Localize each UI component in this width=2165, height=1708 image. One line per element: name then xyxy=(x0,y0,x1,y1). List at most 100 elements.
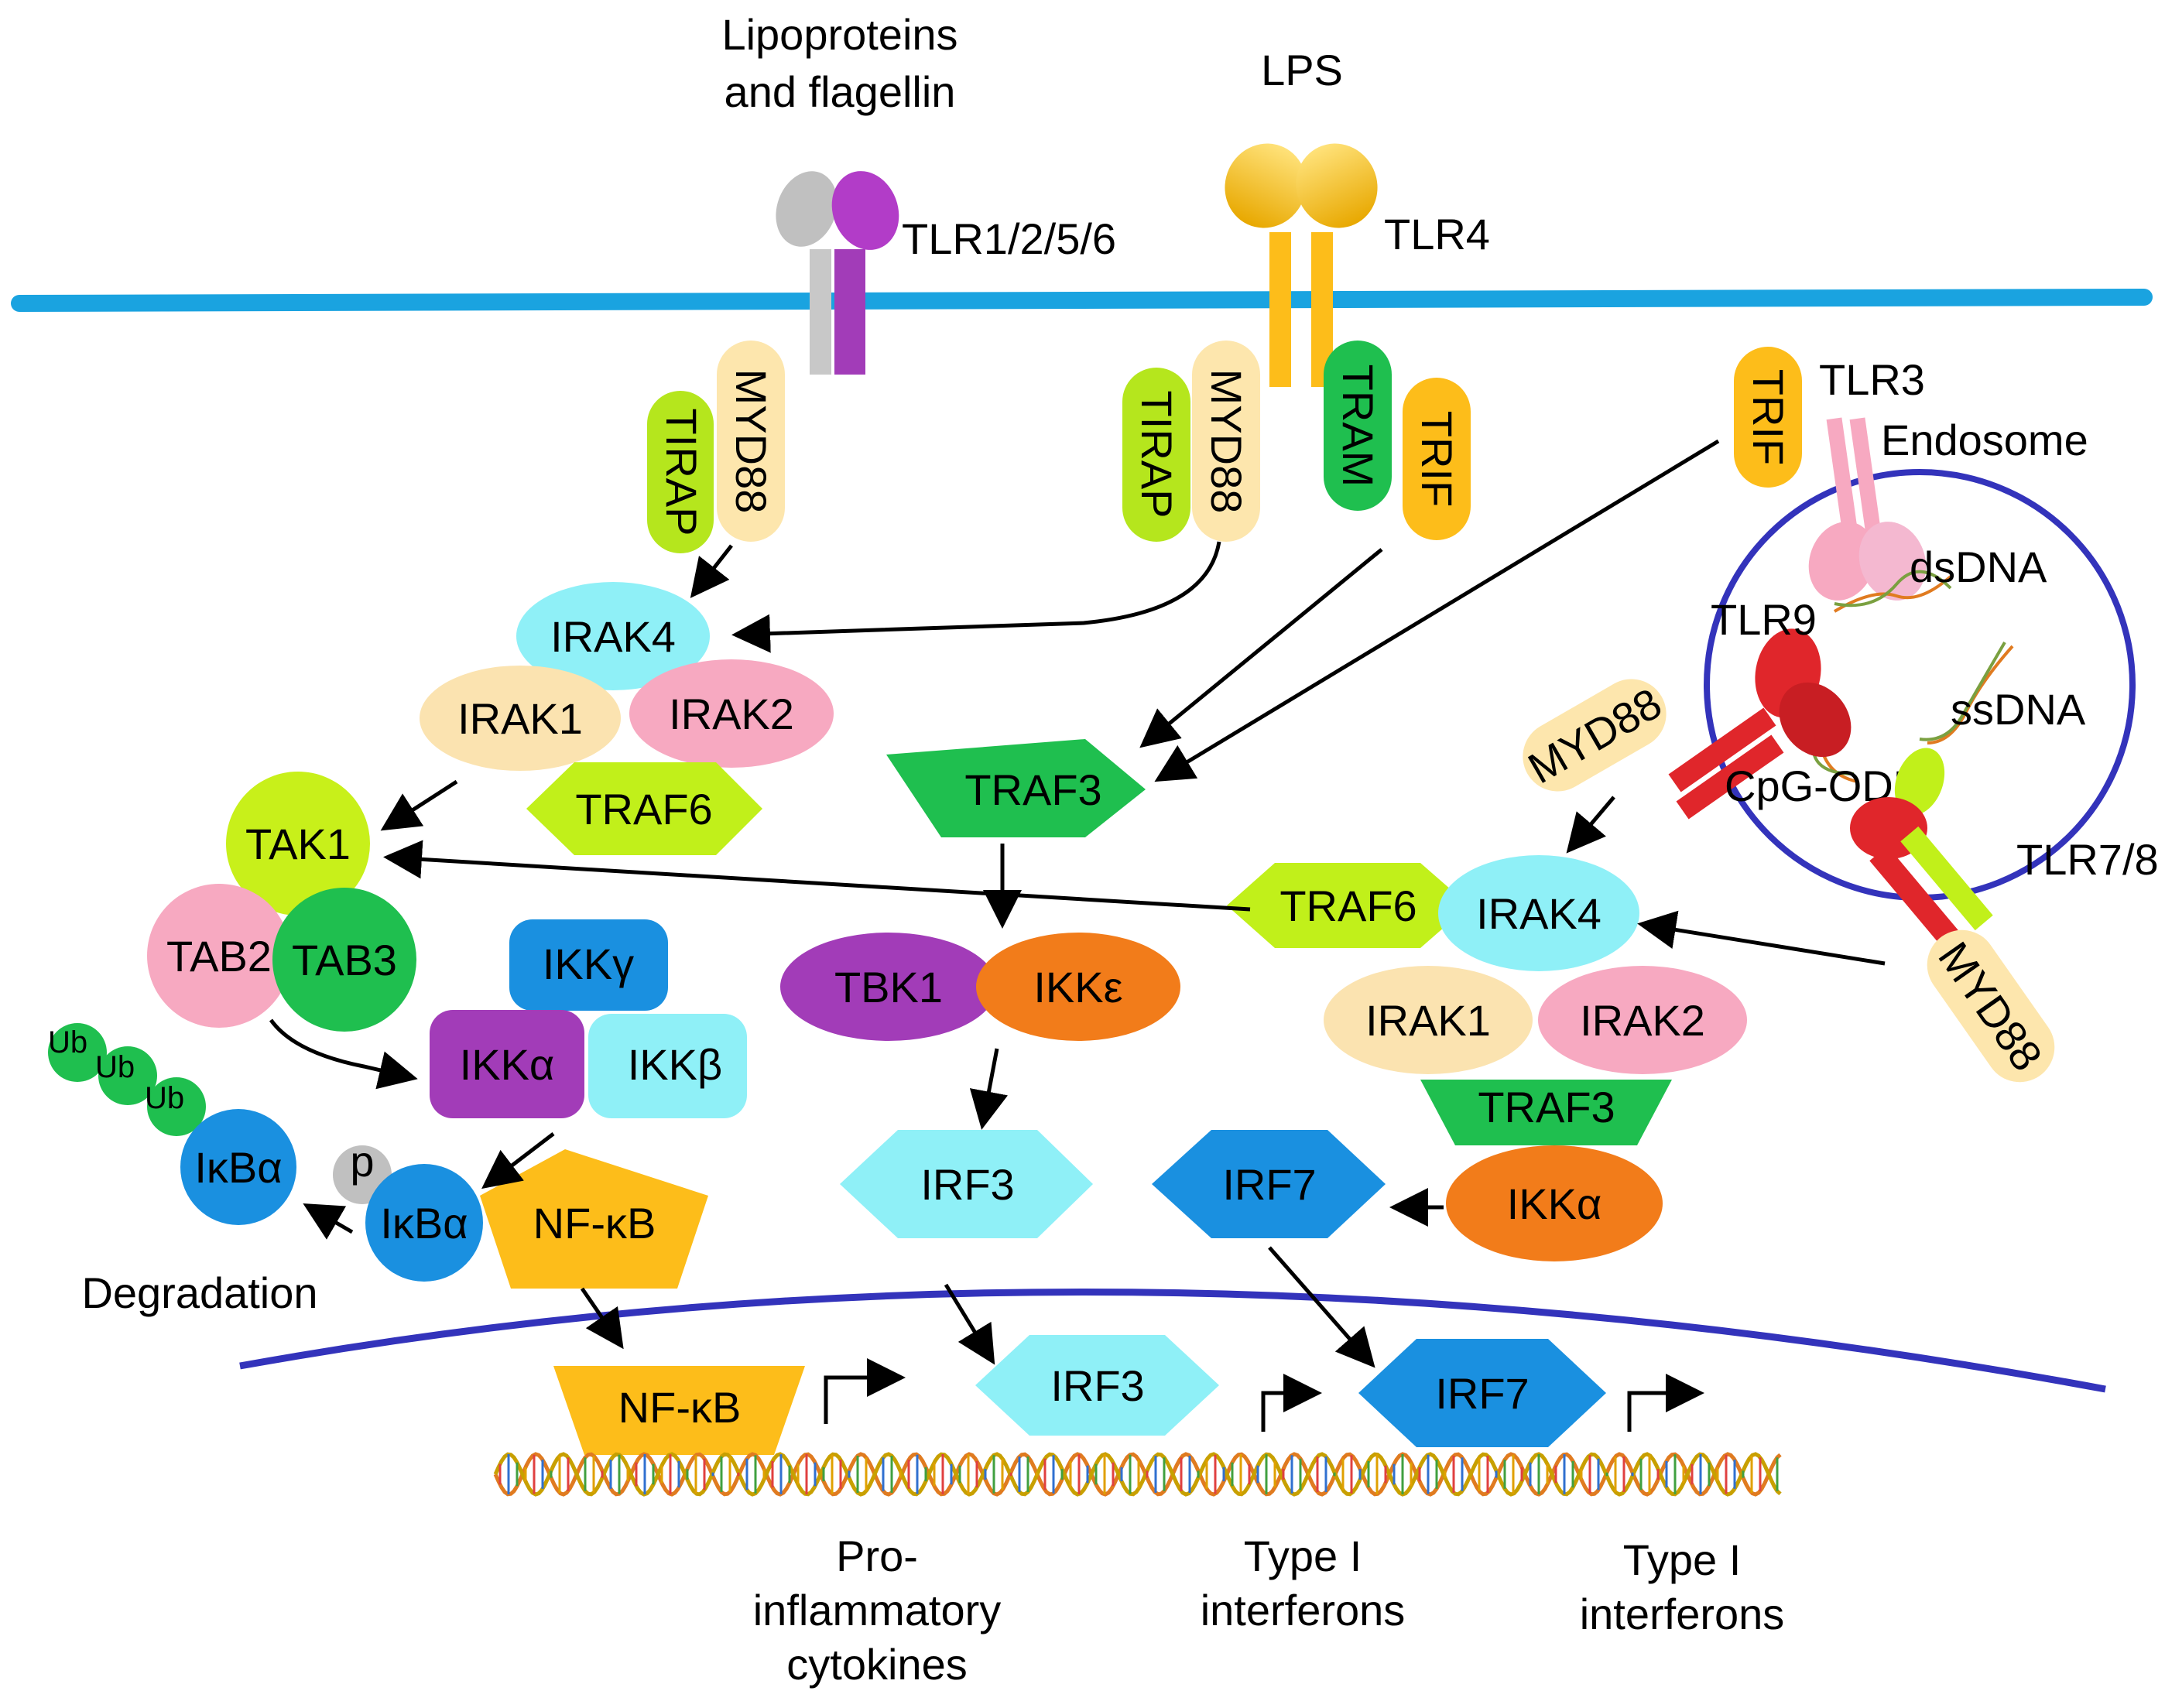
trif-adaptor-2: TRIF xyxy=(1734,347,1802,488)
plasma-membrane xyxy=(11,289,2153,312)
arrow-irf3-nucleus xyxy=(944,1283,995,1365)
tbk1-node xyxy=(780,933,997,1041)
arrow-ikke-irf3 xyxy=(969,1048,1009,1130)
traf3-node-1 xyxy=(886,739,1146,837)
svg-text:TRAM: TRAM xyxy=(1334,365,1382,488)
ikba-label: IκBα xyxy=(380,1199,468,1248)
irf7-label-1: IRF7 xyxy=(1222,1160,1316,1209)
tab2-node xyxy=(147,884,291,1028)
arrow-trif-traf3 xyxy=(1139,548,1383,748)
irak2-label-1: IRAK2 xyxy=(669,690,794,738)
signal-arrows xyxy=(269,439,1886,1368)
irf3-label-2: IRF3 xyxy=(1050,1361,1144,1410)
arrow-myd88-4-irak4 xyxy=(1637,910,1886,966)
tbk1-label: TBK1 xyxy=(834,963,943,1011)
traf3-node-2 xyxy=(1420,1080,1672,1145)
svg-text:MYD88: MYD88 xyxy=(727,369,776,514)
arrow-trif2-traf3 xyxy=(1154,439,1720,782)
arrow-irf7-nucleus xyxy=(1268,1246,1375,1368)
arrow-nfkb-nucleus xyxy=(580,1287,624,1350)
tak1-label: TAK1 xyxy=(245,820,351,868)
output-ifn-b: interferons xyxy=(1580,1590,1785,1638)
ssdna-label: ssDNA xyxy=(1951,685,2086,734)
svg-text:MYD88: MYD88 xyxy=(1202,369,1251,514)
irak1-node-2 xyxy=(1324,966,1533,1074)
arrow-myd88-3-irak4 xyxy=(1566,796,1615,854)
output-cytokines: cytokines xyxy=(786,1640,967,1689)
tab2-label: TAB2 xyxy=(166,932,272,981)
ubiquitin-chain xyxy=(48,1023,206,1136)
ligand-lps: LPS xyxy=(1261,46,1343,94)
traf6-label-2: TRAF6 xyxy=(1279,881,1416,930)
traf3-label-1: TRAF3 xyxy=(964,765,1101,814)
ikka-node-1 xyxy=(430,1010,584,1118)
dna-helix xyxy=(493,1452,1782,1497)
irf7-label-2: IRF7 xyxy=(1435,1369,1529,1418)
nfkb-node-1 xyxy=(480,1149,708,1289)
tlr4-receptor xyxy=(1225,143,1378,387)
tlr78-receptor xyxy=(1850,748,1993,950)
arrow-tab2-ikka xyxy=(269,1018,418,1090)
irf3-label-1: IRF3 xyxy=(920,1160,1014,1209)
traf6-node-2 xyxy=(1227,863,1469,948)
irak1-label-1: IRAK1 xyxy=(457,694,583,743)
trif-adaptor-1: TRIF xyxy=(1403,378,1471,540)
ikka-label-1: IKKα xyxy=(460,1040,555,1089)
traf6-node-1 xyxy=(526,762,762,855)
myd88-adaptor-2: MYD88 xyxy=(1192,341,1260,542)
ligand-flagellin: and flagellin xyxy=(725,67,956,116)
irak2-node-1 xyxy=(629,659,834,768)
tlr3-label: TLR3 xyxy=(1819,355,1925,404)
output-inflammatory: inflammatory xyxy=(753,1586,1002,1634)
myd88-adaptor-1: MYD88 xyxy=(717,341,785,542)
tlr3-receptor xyxy=(1808,417,1927,601)
tlr78-label: TLR7/8 xyxy=(2016,835,2159,884)
irak4-node-1 xyxy=(516,582,710,690)
arrow-traf6-2-tak1 xyxy=(383,840,1251,912)
traf6-label-1: TRAF6 xyxy=(575,785,712,833)
svg-text:TRIF: TRIF xyxy=(1413,411,1461,507)
tlr9-receptor xyxy=(1668,628,1852,820)
tram-adaptor: TRAM xyxy=(1324,341,1392,511)
output-pro: Pro- xyxy=(836,1532,918,1580)
svg-text:TRIF: TRIF xyxy=(1744,369,1793,465)
svg-text:TIRAP: TIRAP xyxy=(657,409,706,536)
ikka-label-2: IKKα xyxy=(1507,1179,1602,1228)
arrow-myd88-irak4 xyxy=(690,544,733,598)
irf3-node-2 xyxy=(975,1335,1219,1436)
tirap-adaptor-2: TIRAP xyxy=(1122,368,1190,542)
ikba-degraded-node xyxy=(180,1109,296,1225)
irf7-node-1 xyxy=(1152,1130,1386,1238)
tab3-label: TAB3 xyxy=(292,936,397,984)
traf3-label-2: TRAF3 xyxy=(1478,1083,1615,1131)
ikka-node-2 xyxy=(1446,1145,1663,1261)
irak4-node-2 xyxy=(1438,855,1639,971)
ikba-node xyxy=(365,1164,483,1282)
irak1-node-1 xyxy=(420,666,621,771)
transcription-arrow-1 xyxy=(824,1358,906,1424)
tlr1256-receptor xyxy=(776,171,899,375)
tlr1256-label: TLR1/2/5/6 xyxy=(902,214,1116,263)
irak4-label-1: IRAK4 xyxy=(550,612,676,661)
ligand-lipoproteins: Lipoproteins xyxy=(721,10,957,59)
output-type1-b: Type I xyxy=(1623,1535,1742,1584)
tlr9-label: TLR9 xyxy=(1711,595,1817,644)
tak1-node xyxy=(226,772,370,916)
tab3-node xyxy=(272,888,416,1032)
tlr4-label: TLR4 xyxy=(1384,210,1490,258)
nfkb-node-2 xyxy=(553,1366,805,1455)
svg-text:TIRAP: TIRAP xyxy=(1132,391,1181,519)
irf3-node-1 xyxy=(840,1130,1093,1238)
irak2-label-2: IRAK2 xyxy=(1580,996,1705,1045)
arrow-ikba-degrade xyxy=(303,1203,354,1240)
transcription-arrow-2 xyxy=(1261,1374,1322,1432)
ikkb-label: IKKβ xyxy=(628,1040,722,1089)
irak2-node-2 xyxy=(1538,966,1747,1074)
dsdna-label: dsDNA xyxy=(1910,543,2047,591)
nfkb-label-1: NF-κB xyxy=(533,1199,656,1248)
ub-label-2: Ub xyxy=(95,1050,135,1084)
nuclear-membrane xyxy=(239,1289,2106,1393)
output-ifn-a: interferons xyxy=(1201,1586,1406,1634)
ikkb-node xyxy=(588,1014,747,1118)
